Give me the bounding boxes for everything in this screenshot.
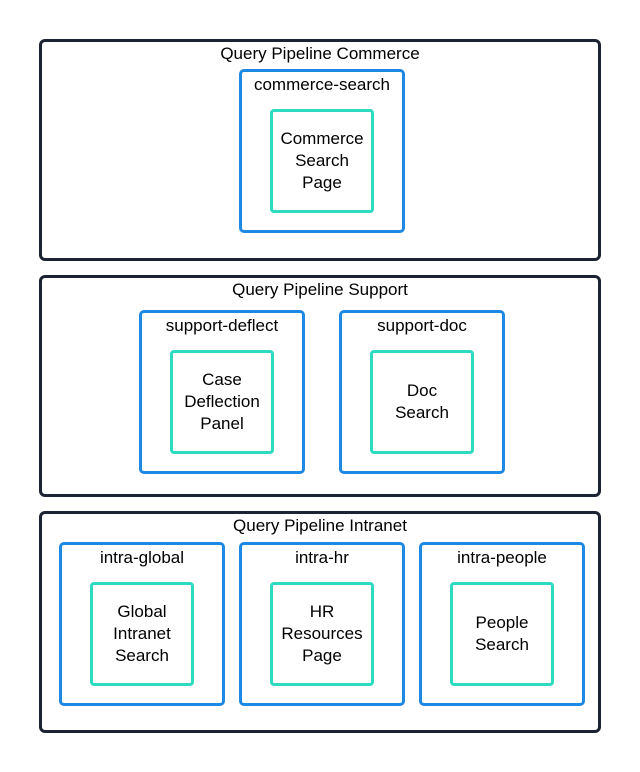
pipeline-title: Query Pipeline Intranet: [233, 516, 407, 535]
interface-title: support-deflect: [165, 316, 279, 335]
interface-title: support-doc: [377, 316, 467, 335]
pipeline-support: Query Pipeline Support support-deflect C…: [39, 275, 601, 497]
page-label: People Search: [475, 613, 529, 654]
pipeline-intranet: Query Pipeline Intranet intra-global Glo…: [39, 511, 601, 733]
page-commerce-search: Commerce Search Page: [270, 109, 374, 213]
page-case-deflection: Case Deflection Panel: [170, 350, 274, 454]
page-label: Global Intranet Search: [113, 602, 171, 665]
pipeline-commerce: Query Pipeline Commerce commerce-search …: [39, 39, 601, 261]
interface-intra-people: intra-people People Search: [419, 542, 585, 706]
interface-intra-global: intra-global Global Intranet Search: [59, 542, 225, 706]
page-label: Commerce Search Page: [280, 129, 364, 192]
pipeline-title: Query Pipeline Commerce: [220, 44, 420, 63]
page-hr-resources: HR Resources Page: [270, 582, 374, 686]
interface-support-deflect: support-deflect Case Deflection Panel: [139, 310, 305, 474]
page-label: Case Deflection Panel: [184, 370, 260, 433]
page-label: Doc Search: [395, 381, 449, 422]
interface-support-doc: support-doc Doc Search: [339, 310, 505, 474]
pipeline-title: Query Pipeline Support: [232, 280, 408, 299]
page-doc-search: Doc Search: [370, 350, 474, 454]
interface-title: intra-people: [457, 548, 547, 567]
page-label: HR Resources Page: [281, 602, 363, 665]
interface-intra-hr: intra-hr HR Resources Page: [239, 542, 405, 706]
interface-commerce-search: commerce-search Commerce Search Page: [239, 69, 405, 233]
interface-title: commerce-search: [253, 75, 391, 94]
interface-title: intra-hr: [295, 548, 349, 567]
interface-title: intra-global: [99, 548, 185, 567]
page-people-search: People Search: [450, 582, 554, 686]
page-global-intranet-search: Global Intranet Search: [90, 582, 194, 686]
